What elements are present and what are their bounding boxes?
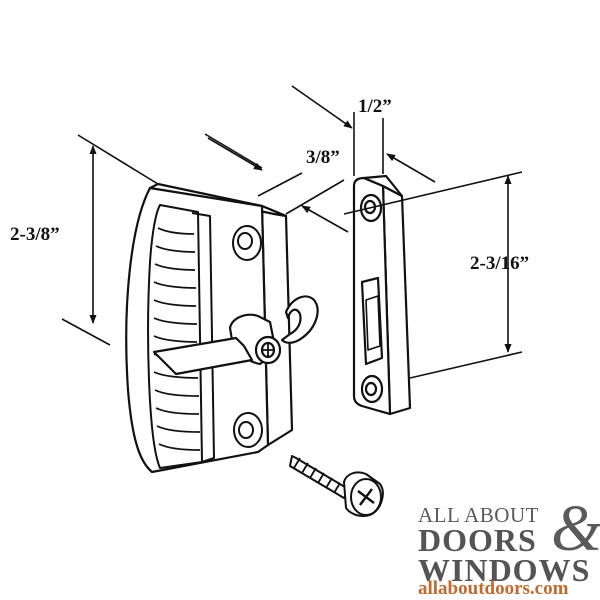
mounting-screw [289, 455, 384, 517]
dimension-keeper-height: 2-3/16” [470, 253, 529, 274]
keeper-strike [352, 174, 412, 416]
brand-line-doors: DOORS [418, 522, 537, 558]
brand-url[interactable]: allaboutdoors.com [418, 578, 569, 599]
latch-body [125, 182, 294, 474]
latch-hook [280, 295, 319, 344]
brand-line-windows: WINDOWS [418, 552, 591, 588]
brand-line-all-about: ALL ABOUT [418, 503, 539, 527]
dimension-lines [61, 85, 523, 379]
dimension-latch-depth: 3/8” [306, 147, 340, 168]
latch-lever [152, 336, 254, 376]
brand-ampersand: & [551, 492, 600, 565]
dimension-latch-height: 2-3/8” [10, 224, 60, 245]
dimension-keeper-width: 1/2” [358, 96, 392, 117]
